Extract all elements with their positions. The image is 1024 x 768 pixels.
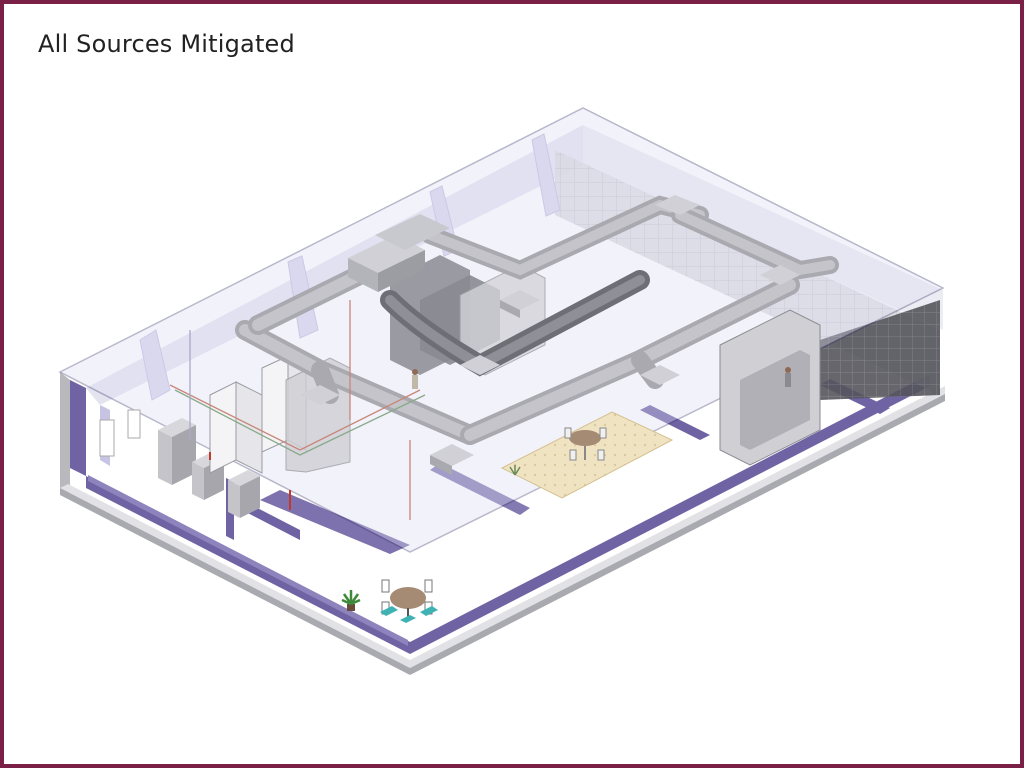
piping	[169, 300, 426, 520]
lounge-area	[500, 411, 674, 499]
air-handling-units	[300, 195, 800, 475]
chair-icon	[380, 579, 438, 623]
person-icon	[412, 367, 791, 389]
plant-icon	[341, 590, 361, 611]
figure-title: All Sources Mitigated	[38, 30, 295, 58]
perimeter-wall	[70, 374, 930, 654]
equipment-cabinet-icon	[99, 409, 260, 518]
